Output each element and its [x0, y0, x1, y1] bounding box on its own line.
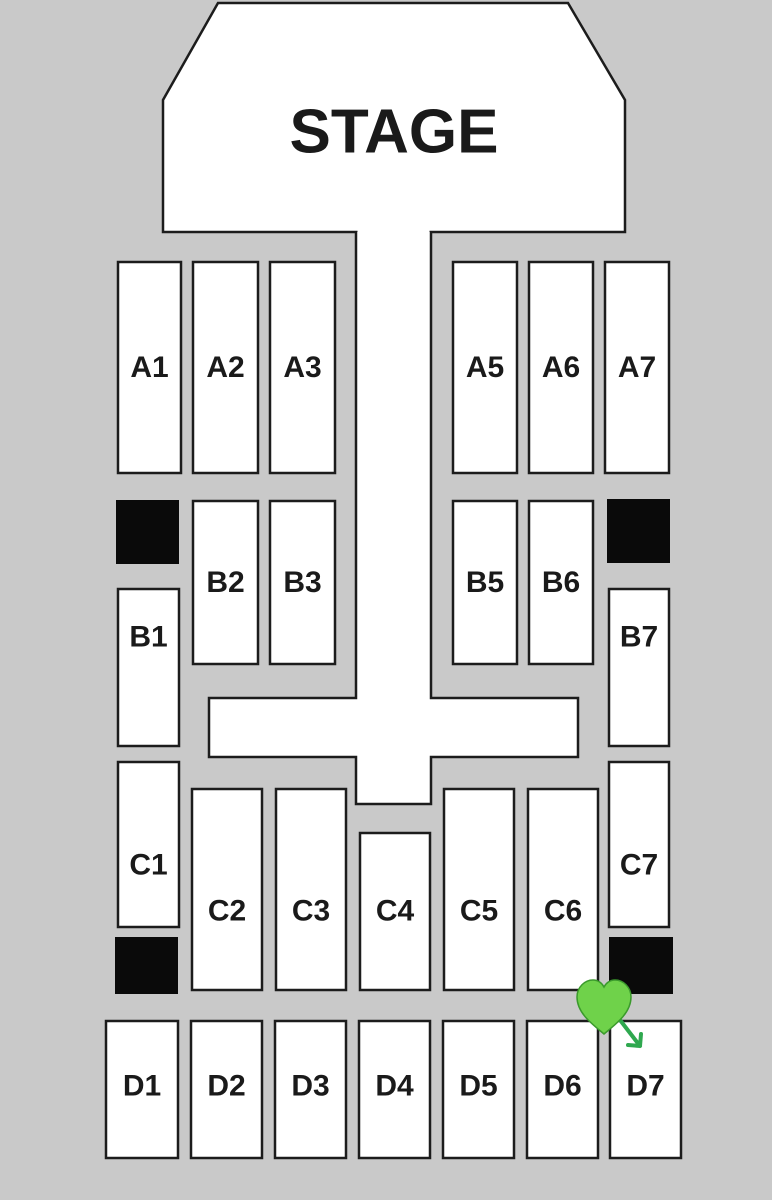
- section-c4-label: C4: [376, 895, 415, 928]
- section-a3-label: A3: [283, 351, 321, 384]
- section-c2[interactable]: C2: [190, 787, 264, 992]
- section-d4[interactable]: D4: [357, 1019, 432, 1160]
- section-d1-label: D1: [123, 1070, 161, 1103]
- section-d2[interactable]: D2: [189, 1019, 264, 1160]
- section-b3-label: B3: [283, 566, 321, 599]
- section-b1[interactable]: B1: [116, 587, 181, 748]
- section-c4[interactable]: C4: [358, 831, 432, 992]
- section-d3-label: D3: [291, 1070, 329, 1103]
- section-c7[interactable]: C7: [607, 760, 671, 929]
- section-a3[interactable]: A3: [268, 260, 337, 475]
- section-a2[interactable]: A2: [191, 260, 260, 475]
- section-c3-label: C3: [292, 895, 330, 928]
- green-heart-icon: [576, 979, 632, 1035]
- section-b5-label: B5: [466, 566, 504, 599]
- section-b2[interactable]: B2: [191, 499, 260, 666]
- section-a1[interactable]: A1: [116, 260, 183, 475]
- section-c3[interactable]: C3: [274, 787, 348, 992]
- section-c6-label: C6: [544, 895, 582, 928]
- section-d6-label: D6: [543, 1070, 581, 1103]
- section-d4-label: D4: [375, 1070, 414, 1103]
- section-d1[interactable]: D1: [104, 1019, 180, 1160]
- section-c2-label: C2: [208, 895, 246, 928]
- section-d6[interactable]: D6: [525, 1019, 600, 1160]
- stage: STAGE: [161, 1, 627, 806]
- runway: [207, 232, 580, 806]
- section-b7[interactable]: B7: [607, 587, 671, 748]
- section-b3[interactable]: B3: [268, 499, 337, 666]
- section-a6-label: A6: [542, 351, 580, 384]
- section-c1[interactable]: C1: [116, 760, 181, 929]
- section-a7[interactable]: A7: [603, 260, 671, 475]
- stage-label: STAGE: [290, 98, 499, 167]
- section-d7[interactable]: D7: [608, 1019, 683, 1160]
- section-b7-label: B7: [620, 621, 658, 654]
- blocked-area-left-lower: [115, 937, 178, 994]
- section-c1-label: C1: [129, 849, 167, 882]
- section-d2-label: D2: [207, 1070, 245, 1103]
- section-c6[interactable]: C6: [526, 787, 600, 992]
- section-b2-label: B2: [206, 566, 244, 599]
- section-d5[interactable]: D5: [441, 1019, 516, 1160]
- section-d5-label: D5: [459, 1070, 497, 1103]
- section-b1-label: B1: [129, 621, 167, 654]
- section-d3[interactable]: D3: [273, 1019, 348, 1160]
- section-c5[interactable]: C5: [442, 787, 516, 992]
- section-b6[interactable]: B6: [527, 499, 595, 666]
- section-b5[interactable]: B5: [451, 499, 519, 666]
- section-a1-label: A1: [130, 351, 168, 384]
- blocked-area-left-upper: [116, 500, 179, 564]
- seat-marker: [576, 979, 643, 1048]
- section-c7-label: C7: [620, 849, 658, 882]
- section-a5[interactable]: A5: [451, 260, 519, 475]
- section-a6[interactable]: A6: [527, 260, 595, 475]
- section-d7-label: D7: [626, 1070, 664, 1103]
- section-a2-label: A2: [206, 351, 244, 384]
- section-b6-label: B6: [542, 566, 580, 599]
- stage-platform: [161, 1, 627, 234]
- section-a5-label: A5: [466, 351, 504, 384]
- section-a7-label: A7: [618, 351, 656, 384]
- arrow-icon: [618, 1018, 643, 1048]
- section-c5-label: C5: [460, 895, 498, 928]
- blocked-area-right-upper: [607, 499, 670, 563]
